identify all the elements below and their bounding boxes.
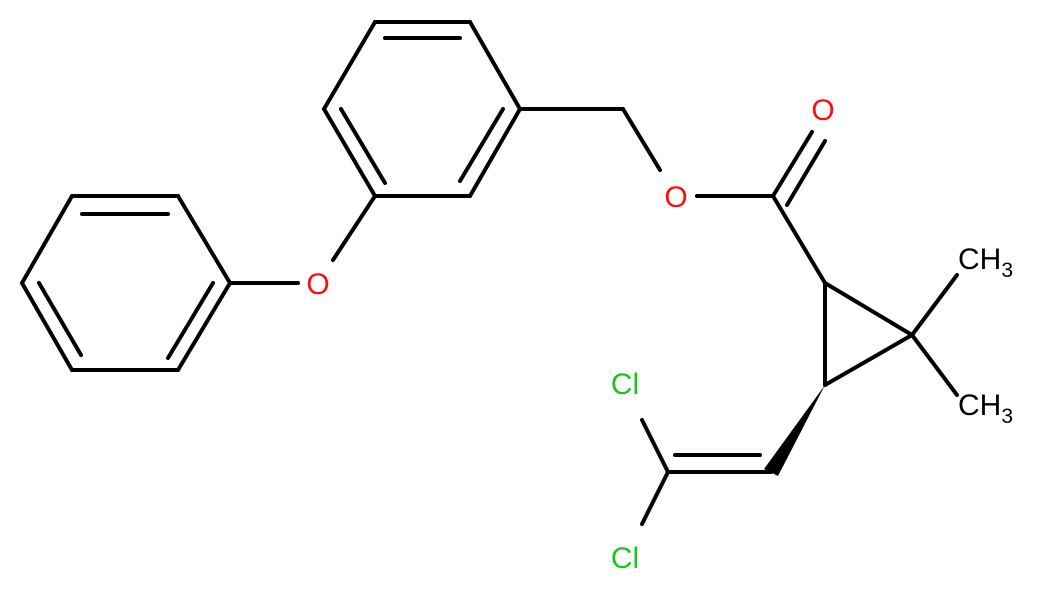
bond: [20, 281, 74, 372]
bond: [176, 194, 232, 285]
ester-oxygen-label: O: [664, 181, 687, 214]
bond: [468, 107, 522, 198]
bond: [176, 281, 232, 372]
ether-oxygen-label: O: [306, 268, 329, 301]
benzyl-ring: [322, 20, 522, 198]
cyclopropane-ring: [823, 281, 914, 387]
bond-inner: [339, 107, 387, 185]
chlorine-2-label: Cl: [611, 542, 639, 575]
bond: [640, 418, 670, 474]
bond-inner: [166, 281, 215, 360]
bond: [20, 194, 74, 285]
bond: [771, 130, 814, 198]
methyl-1-text: CH: [958, 243, 1001, 276]
bond: [910, 333, 959, 397]
methyl-1-label: CH3: [958, 243, 1013, 282]
chlorine-1-label: Cl: [611, 368, 639, 401]
phenyl-ring: [20, 194, 232, 372]
bond: [322, 20, 377, 111]
carbonyl-oxygen-label: O: [811, 94, 834, 127]
methyl-2-text: CH: [958, 389, 1001, 422]
bond-inner: [37, 281, 83, 357]
methyl-2-label: CH3: [958, 389, 1013, 428]
bond: [640, 470, 670, 526]
methyl-1-subscript: 3: [1001, 259, 1013, 282]
bond: [823, 333, 914, 387]
wedge-bond: [764, 385, 825, 476]
bond: [785, 139, 827, 207]
bond: [322, 107, 377, 198]
bond-inner: [458, 107, 505, 183]
bond: [823, 281, 914, 337]
bond: [331, 194, 377, 262]
methyl-2-subscript: 3: [1001, 405, 1013, 428]
bond: [771, 194, 827, 285]
bond: [621, 107, 662, 172]
bond: [468, 20, 522, 111]
bond: [910, 273, 959, 337]
